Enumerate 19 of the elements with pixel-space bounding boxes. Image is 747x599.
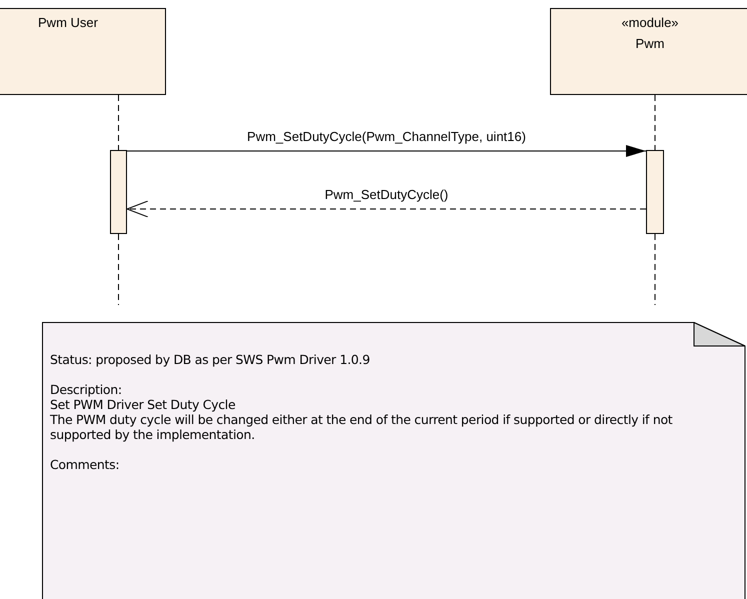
note-text: The PWM duty cycle will be changed either at the end of the current period if supported or directly if not supported by the implementation. bbox=[50, 412, 674, 442]
activation-bar bbox=[110, 150, 127, 234]
message-arrow bbox=[126, 145, 646, 157]
return-message-arrow bbox=[126, 200, 646, 218]
stereotype-label: «module» bbox=[620, 15, 680, 30]
note-text: Set PWM Driver Set Duty Cycle bbox=[50, 397, 236, 412]
lifeline bbox=[118, 94, 119, 150]
note-box bbox=[42, 322, 746, 599]
message-label: Pwm_SetDutyCycle(Pwm_ChannelType, uint16) bbox=[245, 129, 528, 144]
message-label: Pwm_SetDutyCycle() bbox=[322, 187, 450, 202]
note-text: Description: bbox=[50, 382, 123, 397]
note-text: Status: proposed by DB as per SWS Pwm Driver 1.0.9 bbox=[50, 352, 371, 367]
lifeline-header-box bbox=[0, 8, 166, 95]
participant-name: Pwm bbox=[634, 36, 666, 51]
activation-bar bbox=[646, 150, 664, 234]
note-text: Comments: bbox=[50, 457, 120, 472]
lifeline-header-box bbox=[550, 8, 747, 95]
participant-name: Pwm User bbox=[37, 15, 99, 30]
lifeline bbox=[654, 94, 656, 150]
